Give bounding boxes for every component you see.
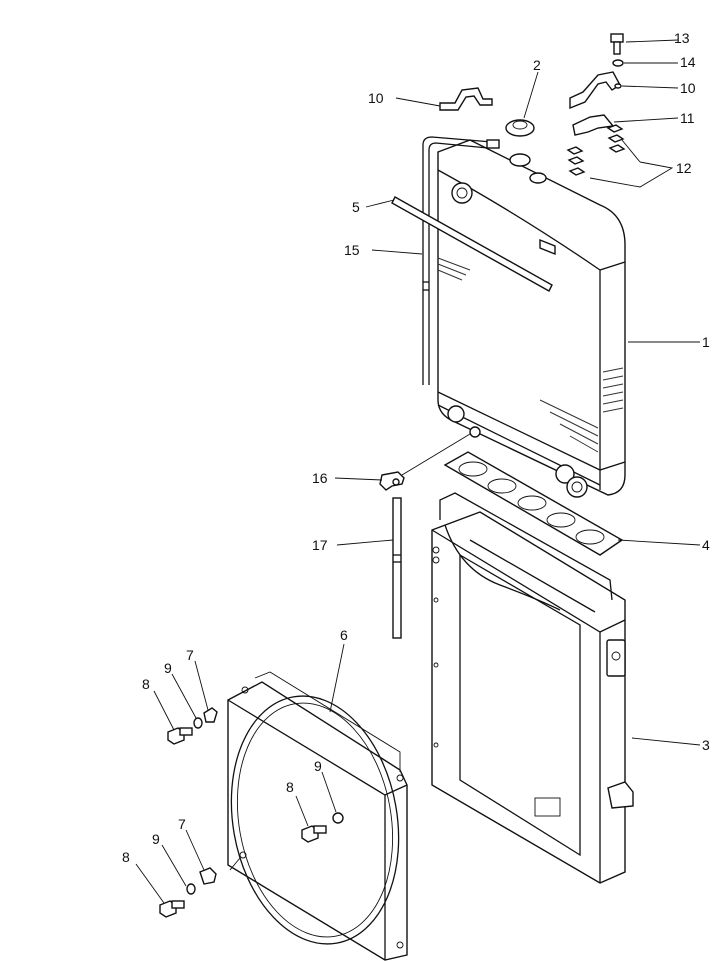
callout-8-upper: 8 — [142, 676, 150, 692]
leader-lines — [135, 39, 701, 904]
radiator-frame — [431, 492, 634, 884]
callout-14: 14 — [680, 54, 696, 70]
callout-10-left: 10 — [368, 90, 384, 106]
callout-17: 17 — [312, 537, 328, 553]
tie-rod — [391, 196, 553, 292]
callout-5: 5 — [352, 199, 360, 215]
callout-13: 13 — [674, 30, 690, 46]
drain-hose — [392, 497, 402, 639]
callout-labels: 1 2 3 4 5 6 7 7 8 8 8 9 9 9 10 10 11 12 … — [122, 30, 710, 865]
callout-9-upper: 9 — [164, 660, 172, 676]
bracket-plate — [572, 114, 615, 136]
radiator-cap — [505, 119, 535, 137]
callout-15: 15 — [344, 242, 360, 258]
fastener-set-lower — [159, 867, 217, 918]
callout-10-right: 10 — [680, 80, 696, 96]
callout-6: 6 — [340, 627, 348, 643]
bracket-right — [569, 71, 621, 110]
radiator-core — [437, 139, 626, 498]
fan-shroud — [227, 671, 408, 961]
callout-8-middle: 8 — [286, 779, 294, 795]
callout-7-lower: 7 — [178, 816, 186, 832]
callout-4: 4 — [702, 537, 710, 553]
bracket-left — [439, 87, 493, 111]
callout-9-lower: 9 — [152, 831, 160, 847]
drain-cock — [379, 471, 405, 491]
callout-9-middle: 9 — [314, 758, 322, 774]
shims — [566, 124, 626, 176]
callout-2: 2 — [533, 57, 541, 73]
callout-8-lower: 8 — [122, 849, 130, 865]
fastener-set-middle — [301, 812, 344, 843]
callout-7-upper: 7 — [186, 647, 194, 663]
callout-11: 11 — [680, 110, 695, 126]
bolt-top — [610, 33, 624, 89]
fastener-set-upper — [167, 707, 218, 745]
callout-1: 1 — [702, 334, 710, 350]
callout-3: 3 — [702, 737, 710, 753]
callout-12: 12 — [676, 160, 692, 176]
callout-16: 16 — [312, 470, 328, 486]
overflow-pipe — [422, 136, 500, 385]
